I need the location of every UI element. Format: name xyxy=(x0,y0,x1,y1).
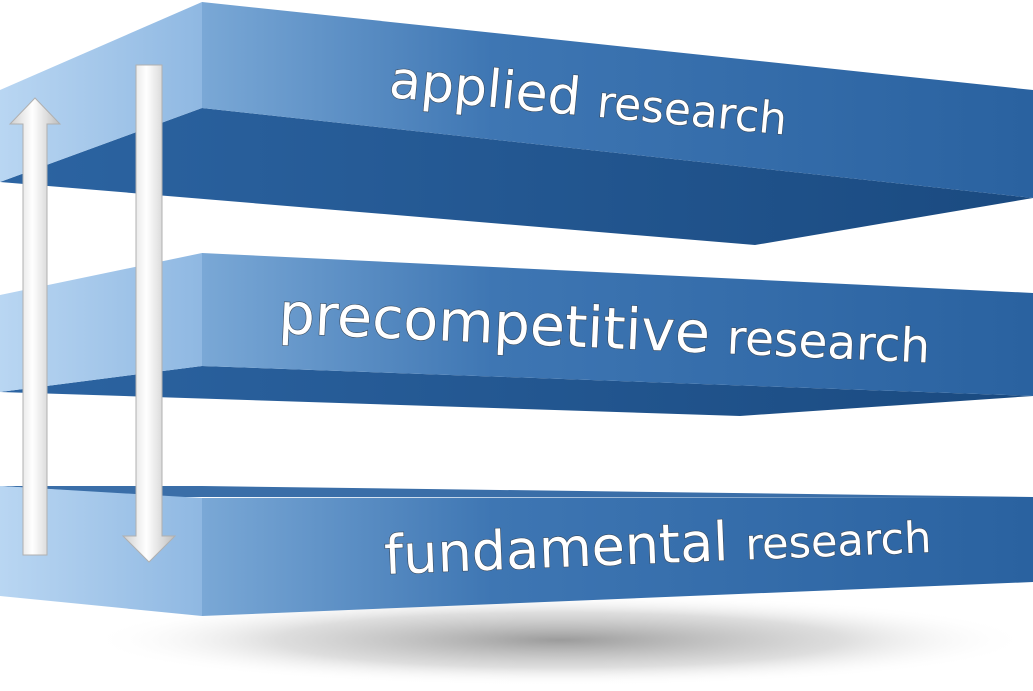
layer-fundamental-top-face xyxy=(0,486,1033,497)
precompetitive-research-word: research xyxy=(726,310,932,374)
layer-applied-front-face xyxy=(202,2,1033,198)
arrow-up-icon xyxy=(8,97,62,556)
layer-precompetitive-underside xyxy=(0,366,1033,416)
upward-arrow xyxy=(8,97,62,556)
fundamental-research-label: fundamental research xyxy=(383,502,932,587)
floor-shadow xyxy=(90,594,1030,686)
layer-applied-left-side xyxy=(0,2,202,182)
layer-fundamental xyxy=(0,486,1033,616)
fundamental-word: fundamental xyxy=(383,510,729,587)
layer-precompetitive-front-face xyxy=(202,253,1033,396)
fundamental-research-word: research xyxy=(744,513,932,570)
layer-applied-underside xyxy=(0,108,1033,245)
arrow-down-icon xyxy=(121,64,177,563)
layer-fundamental-front-face xyxy=(202,497,1033,616)
layer-applied xyxy=(0,2,1033,245)
downward-arrow xyxy=(121,64,177,563)
